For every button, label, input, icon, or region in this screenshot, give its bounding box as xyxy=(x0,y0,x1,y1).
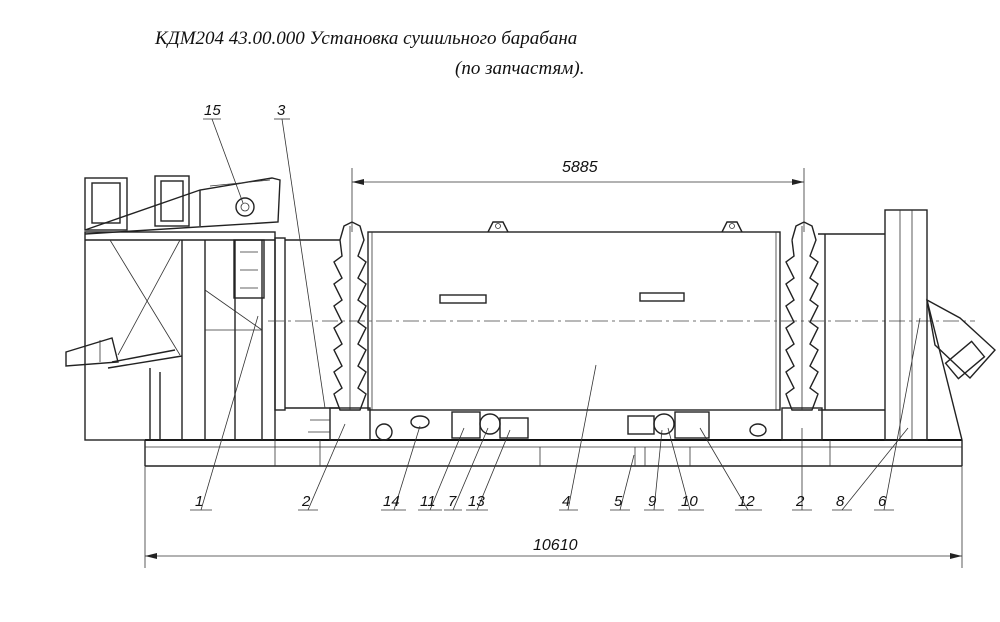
callout-11: 11 xyxy=(420,493,436,510)
loading-chamber xyxy=(65,175,340,441)
callout-4: 4 xyxy=(562,493,570,510)
callout-10: 10 xyxy=(681,493,698,510)
callout-8: 8 xyxy=(836,493,845,510)
callout-2-left: 2 xyxy=(301,493,311,510)
callout-2-right: 2 xyxy=(795,493,805,510)
callout-3: 3 xyxy=(277,102,286,119)
callout-6: 6 xyxy=(878,493,887,510)
callout-9: 9 xyxy=(648,493,657,510)
callout-15: 15 xyxy=(204,102,221,119)
support-rollers-and-drive xyxy=(308,407,823,441)
callout-1: 1 xyxy=(195,493,203,510)
dimension-label-drum-length: 5885 xyxy=(562,159,598,176)
callout-7: 7 xyxy=(448,493,457,510)
drawing-title: КДМ204 43.00.000 Установка сушильного ба… xyxy=(155,28,578,49)
callout-14: 14 xyxy=(383,493,400,510)
tyre-right xyxy=(785,221,819,411)
leader-lines xyxy=(190,118,921,511)
discharge-chamber xyxy=(818,209,996,441)
dimension-label-overall-length: 10610 xyxy=(533,537,578,554)
drawing-subtitle: (по запчастям). xyxy=(455,58,585,79)
base-frame xyxy=(144,439,963,467)
drying-drum xyxy=(268,221,975,411)
dimension-drum-length xyxy=(351,168,805,232)
callout-13: 13 xyxy=(468,493,485,510)
callout-5: 5 xyxy=(614,493,623,510)
callout-12: 12 xyxy=(738,493,755,510)
dimension-overall-length xyxy=(144,466,963,568)
tyre-left xyxy=(333,221,367,411)
